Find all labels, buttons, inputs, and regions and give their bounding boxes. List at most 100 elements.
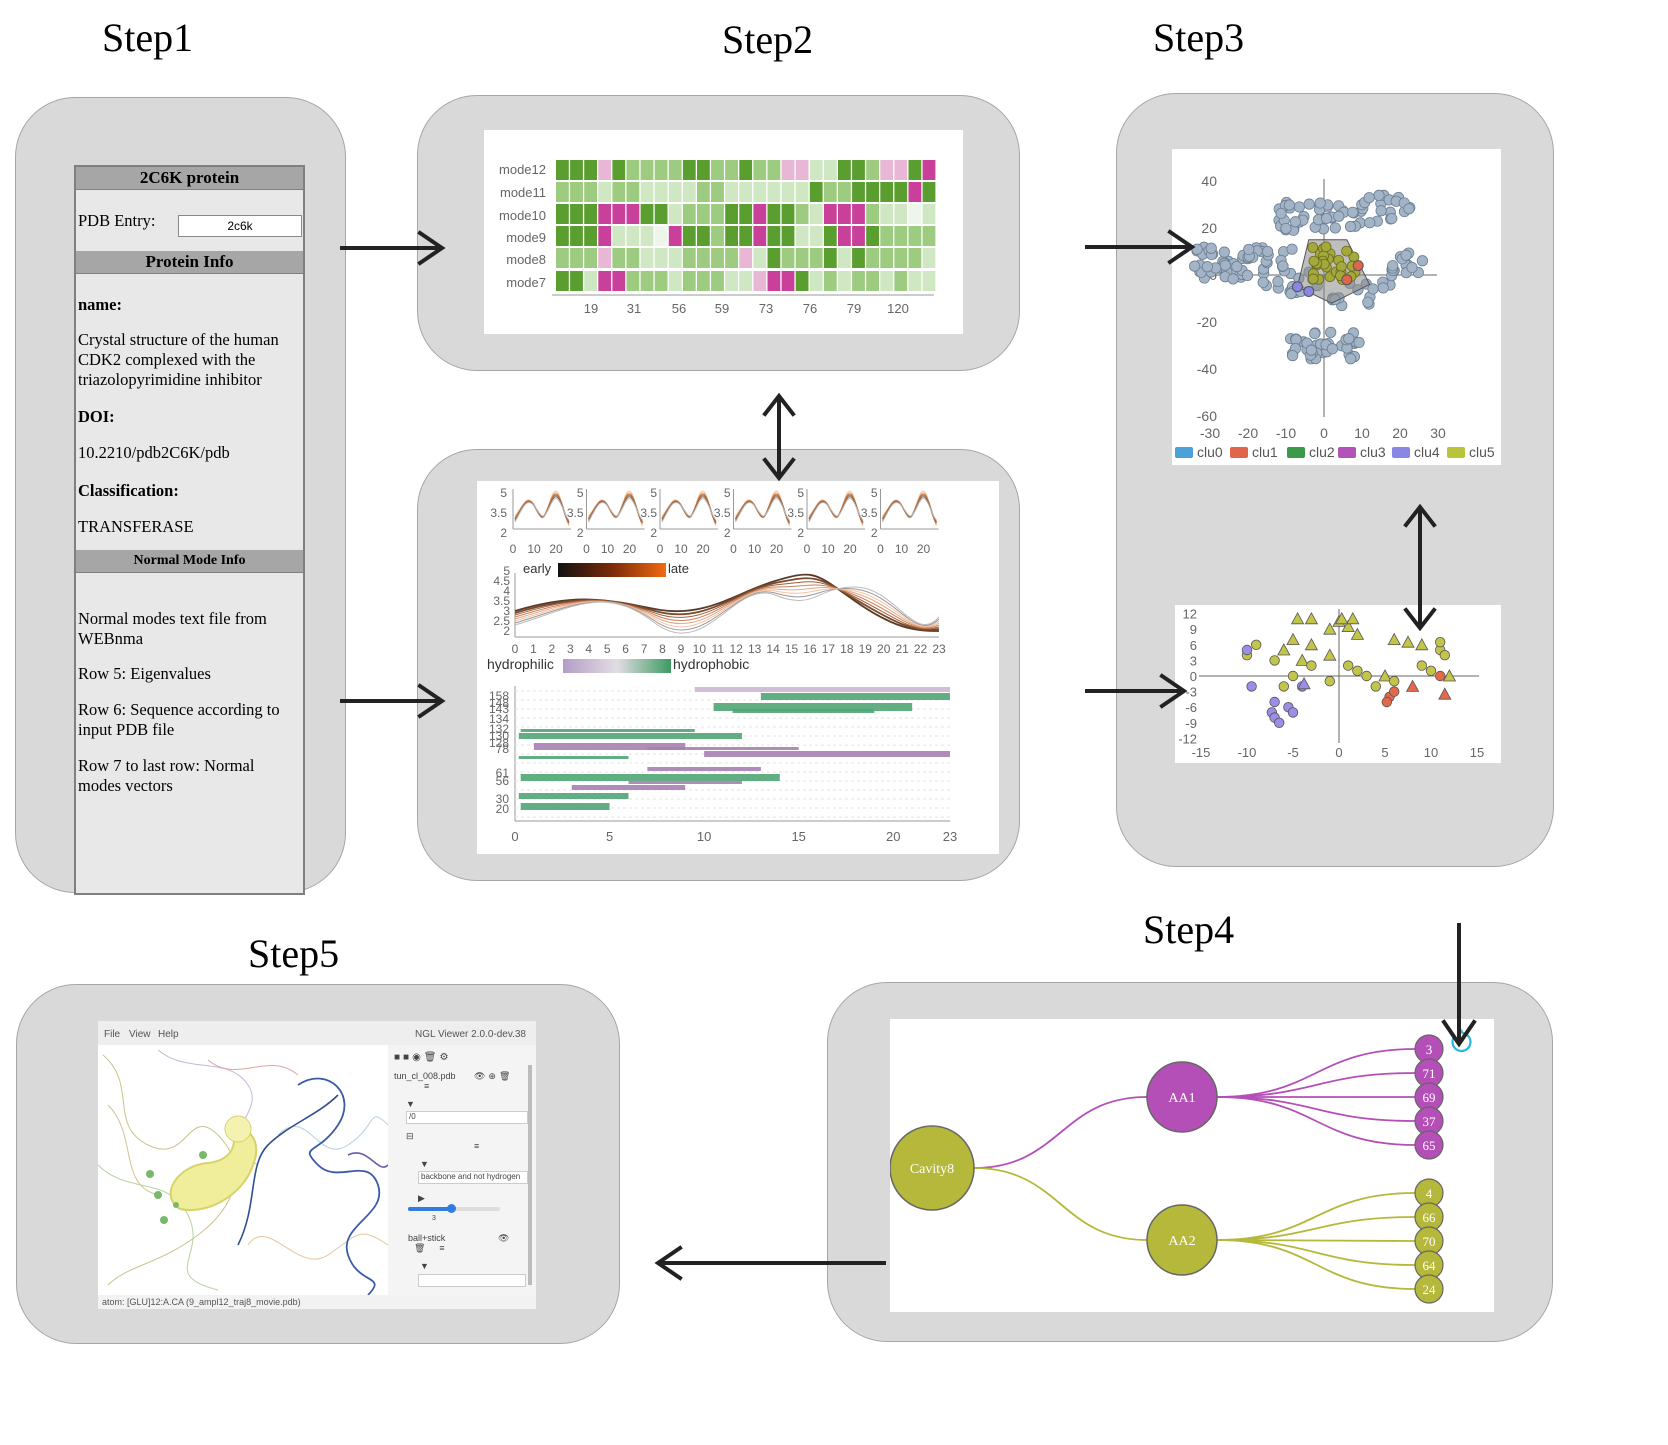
residue-bar — [647, 747, 799, 750]
bar-y-tick: 130 — [489, 729, 509, 743]
tree-link — [1216, 1216, 1416, 1241]
small-y-tick: 2 — [577, 526, 584, 540]
play-icon[interactable]: ▶ — [418, 1193, 425, 1203]
small-x-tick: 0 — [877, 542, 884, 556]
menu-icon-2[interactable]: ≡ — [474, 1141, 480, 1151]
protein-header: 2C6K protein — [76, 167, 303, 190]
filter-input[interactable]: backbone and not hydrogen — [418, 1171, 528, 1184]
heatmap-cell — [556, 160, 569, 180]
rep-visibility-icon[interactable]: 👁 — [498, 1233, 510, 1243]
x-tick-19: 19 — [584, 301, 598, 316]
heatmap-svg: mode12 mode11 mode10 mode9 mode8 mode7 1… — [499, 160, 936, 316]
sc1-point-clu5 — [1320, 241, 1332, 253]
residue-bar — [520, 729, 695, 732]
leaf-label-aa2-24: 24 — [1423, 1282, 1437, 1297]
heatmap-cell — [809, 182, 823, 202]
sc2-triangle — [1304, 637, 1319, 651]
time-gradient-legend — [558, 563, 666, 577]
filter-icon[interactable]: ▼ — [406, 1099, 415, 1109]
heatmap-cell — [809, 160, 823, 180]
sc1-point — [1218, 246, 1230, 258]
small-y-tick: 2 — [871, 526, 878, 540]
heatmap-cell — [823, 226, 837, 246]
sc2-circle — [1435, 637, 1446, 648]
slider-fill — [408, 1207, 452, 1211]
residue-bar — [518, 733, 742, 739]
name-line-1: Crystal structure of the human — [78, 330, 279, 349]
name-line-3: triazolopyrimidine inhibitor — [78, 370, 262, 389]
bar-x-tick: 20 — [886, 829, 900, 844]
sc2-triangle — [1304, 611, 1319, 625]
file-actions-icons[interactable]: 👁⊕🗑 — [474, 1071, 514, 1081]
menu-view[interactable]: View — [129, 1029, 151, 1040]
sc2-circle — [1306, 660, 1317, 671]
residue-bar — [694, 687, 950, 692]
node-cavity8[interactable] — [889, 1125, 975, 1211]
molecule-canvas[interactable] — [98, 1045, 388, 1295]
toolbar-icons: ■■◉🗑⚙ — [394, 1052, 452, 1063]
line-y-tick: 5 — [503, 564, 510, 578]
selection-input[interactable]: /0 — [406, 1111, 528, 1124]
sc1-point — [1261, 245, 1274, 258]
heatmap-cell — [880, 182, 894, 202]
small-mode-line — [808, 492, 864, 525]
sc1-point-clu5 — [1336, 261, 1347, 273]
residue-bar — [520, 803, 610, 810]
heatmap-cell — [908, 182, 922, 202]
tree-link — [1216, 1192, 1416, 1241]
node-aa2[interactable] — [1146, 1204, 1218, 1276]
heatmap-cell — [767, 271, 781, 291]
rep-actions-icons[interactable]: 🗑≡ — [414, 1243, 459, 1253]
filter-icon-2[interactable]: ▼ — [420, 1159, 429, 1169]
x-tick-76: 76 — [803, 301, 817, 316]
heatmap-cell — [767, 248, 781, 268]
node-aa1[interactable] — [1146, 1061, 1218, 1133]
line-x-tick: 11 — [712, 642, 725, 656]
sc2-triangle — [1341, 619, 1355, 632]
menu-help[interactable]: Help — [158, 1029, 179, 1040]
small-mode-line — [661, 498, 717, 523]
bar-y-tick: 128 — [489, 736, 509, 750]
sc1-point — [1283, 199, 1295, 211]
filter-icon-3[interactable]: ▼ — [420, 1261, 429, 1271]
x-tick-59: 59 — [715, 301, 729, 316]
protein-info-header: Protein Info — [76, 251, 303, 274]
heatmap-cell — [584, 226, 597, 246]
step3-title: Step3 — [1153, 15, 1245, 60]
heatmap-cell — [866, 271, 879, 291]
sc1-point — [1333, 210, 1345, 222]
menu-file[interactable]: File — [104, 1029, 121, 1040]
nm-line-1: Normal modes text file from — [78, 609, 267, 628]
heatmap-cell — [598, 226, 612, 246]
menu-icon[interactable]: ≡ — [424, 1081, 430, 1091]
heatmap-cell — [739, 271, 753, 291]
heatmap-cell — [894, 182, 908, 202]
sc2-y-tick: -6 — [1185, 700, 1197, 715]
legend-swatch-clu5 — [1447, 447, 1465, 458]
sc1-point — [1287, 350, 1299, 362]
sc1-point — [1286, 243, 1298, 255]
heatmap-cell — [612, 204, 626, 224]
rep-filter-input[interactable] — [418, 1274, 526, 1287]
heatmap-cell — [838, 226, 851, 246]
sc1-x-tick: 0 — [1320, 425, 1328, 441]
bar-x-tick: 15 — [791, 829, 805, 844]
nm-line-2: WEBnma — [78, 629, 144, 648]
heatmap-cell — [880, 248, 894, 268]
heatmap-cell — [711, 248, 724, 268]
heatmap-cell — [795, 248, 809, 268]
sidebar-scrollbar[interactable] — [528, 1065, 532, 1285]
refresh-icon[interactable] — [1451, 1027, 1472, 1053]
heatmap-cell — [556, 271, 569, 291]
small-x-tick: 10 — [821, 542, 835, 556]
heatmap-cell — [640, 271, 654, 291]
small-mode-line — [882, 492, 937, 525]
frame-slider[interactable] — [408, 1204, 500, 1213]
pdb-entry-input[interactable]: 2c6k — [178, 215, 302, 237]
legend-label-clu2: clu2 — [1309, 444, 1335, 460]
heatmap-cell — [612, 226, 626, 246]
collapse-icon[interactable]: ⊟ — [406, 1131, 414, 1141]
slider-handle[interactable] — [447, 1204, 456, 1213]
heatmap-cell — [781, 248, 795, 268]
sc2-triangle — [1378, 669, 1392, 682]
